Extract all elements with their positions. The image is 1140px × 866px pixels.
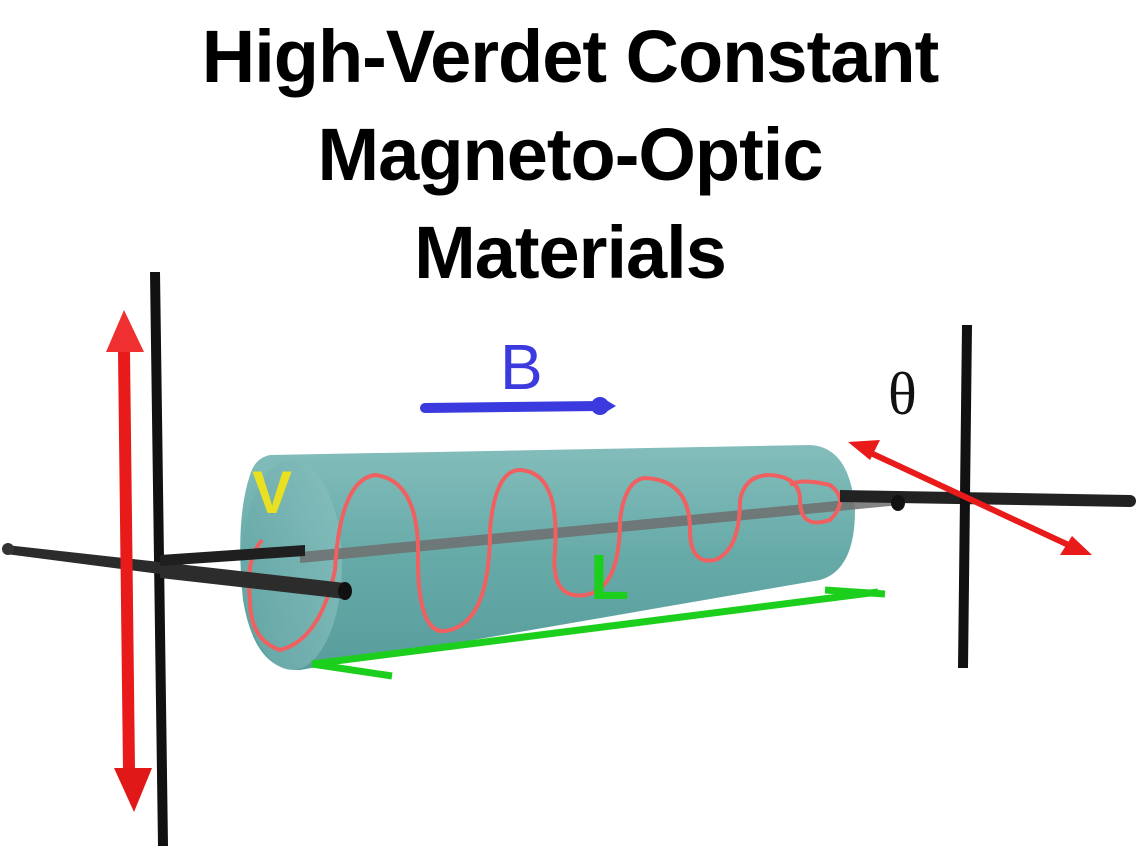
- diagram-title: High-Verdet Constant Magneto-Optic Mater…: [0, 8, 1140, 302]
- rod-output-end: [1124, 495, 1136, 507]
- helix-start: [246, 538, 264, 601]
- beam-inside-crystal: [300, 495, 900, 563]
- beam-rod-input: [6, 545, 160, 574]
- rod-end-cap: [2, 543, 14, 555]
- polarization-wave-helix: [248, 467, 842, 653]
- rod-joint: [891, 495, 905, 511]
- verdet-constant-label: V: [252, 459, 293, 526]
- length-bracket: [311, 586, 886, 680]
- rotation-angle-label: θ: [888, 361, 917, 427]
- polarizer-bar-left: [150, 272, 168, 846]
- beam-rod-output: [840, 490, 1130, 507]
- output-polarization-arrow: [848, 440, 1092, 555]
- title-line-2: Magneto-Optic: [317, 113, 824, 196]
- input-polarizer: [150, 272, 168, 846]
- magnetic-field-arrow: [420, 397, 616, 415]
- title-line-3: Materials: [414, 211, 727, 294]
- length-label: L: [590, 541, 630, 613]
- beam-rod-stub: [160, 562, 345, 599]
- input-polarization-arrow: [106, 310, 152, 812]
- magnetic-field-label: B: [500, 331, 543, 403]
- title-line-1: High-Verdet Constant: [201, 15, 939, 98]
- beam-rod-upper: [160, 545, 305, 566]
- rod-stub-end: [338, 582, 352, 600]
